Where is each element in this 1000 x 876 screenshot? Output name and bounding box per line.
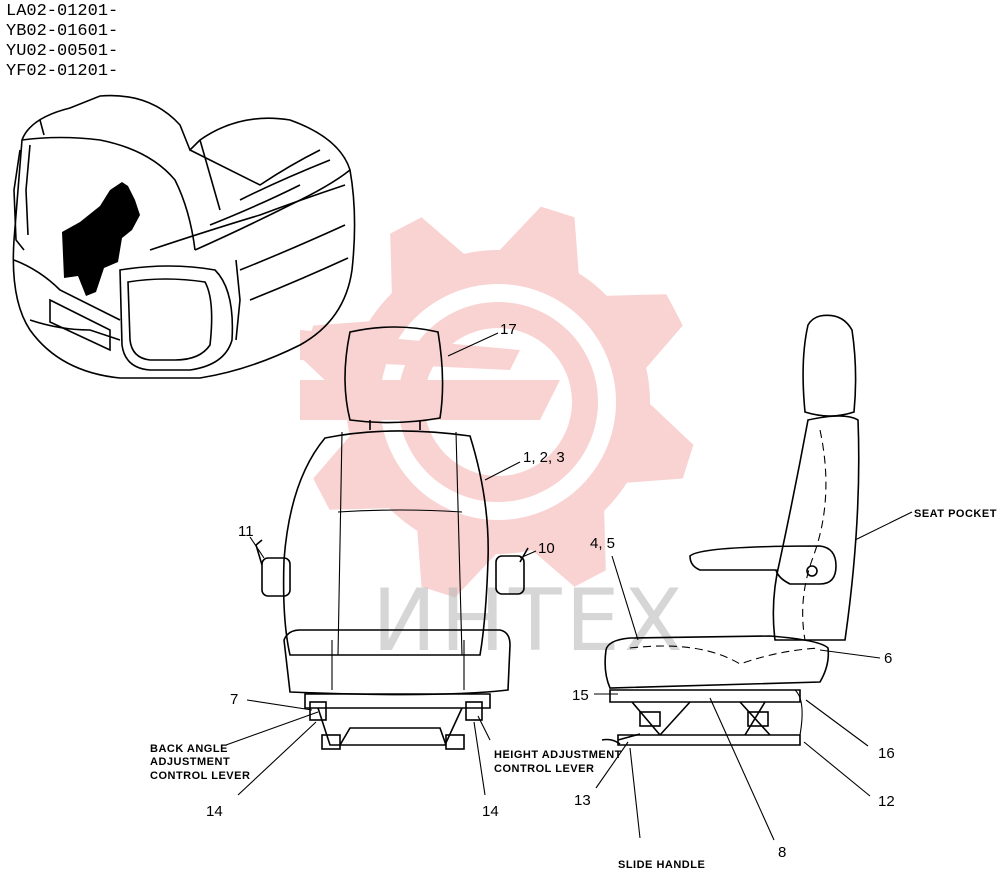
label-height-adj-line2: CONTROL LEVER [494,763,594,775]
callout-1-2-3: 1, 2, 3 [523,449,565,466]
callout-14-right: 14 [482,803,499,820]
callout-14-left: 14 [206,803,223,820]
callout-8: 8 [778,844,786,861]
callout-11: 11 [238,523,254,540]
callout-15: 15 [572,687,589,704]
label-height-adj-line1: HEIGHT ADJUSTMENT [494,749,622,761]
label-slide-handle: SLIDE HANDLE [618,859,705,871]
seat-front-view [255,326,529,750]
serial-code: YU02-00501- [6,42,119,61]
cab-illustration [12,94,356,379]
label-back-angle-line3: CONTROL LEVER [150,770,250,782]
callout-16: 16 [878,745,895,762]
leader-lines [225,332,913,841]
serial-code: YF02-01201- [6,62,119,81]
serial-code: YB02-01601- [6,22,119,41]
watermark-gear-icon [300,206,694,598]
serial-code-list: LA02-01201- YB02-01601- YU02-00501- YF02… [6,2,118,82]
label-back-angle-line1: BACK ANGLE [150,743,228,755]
gear-hub [346,250,650,554]
seat-side-view [601,314,860,746]
callout-7: 7 [230,691,238,708]
callout-17: 17 [500,321,517,338]
callout-12: 12 [878,793,895,810]
callout-13: 13 [574,792,591,809]
callout-4-5: 4, 5 [590,535,615,552]
callout-10: 10 [538,540,555,557]
watermark-text: ИНТЕХ [372,571,687,671]
label-back-angle-line2: ADJUSTMENT [150,756,230,768]
label-seat-pocket: SEAT POCKET [914,508,997,520]
gear-shape [302,206,694,598]
callout-6: 6 [884,650,892,667]
serial-code: LA02-01201- [6,2,119,21]
